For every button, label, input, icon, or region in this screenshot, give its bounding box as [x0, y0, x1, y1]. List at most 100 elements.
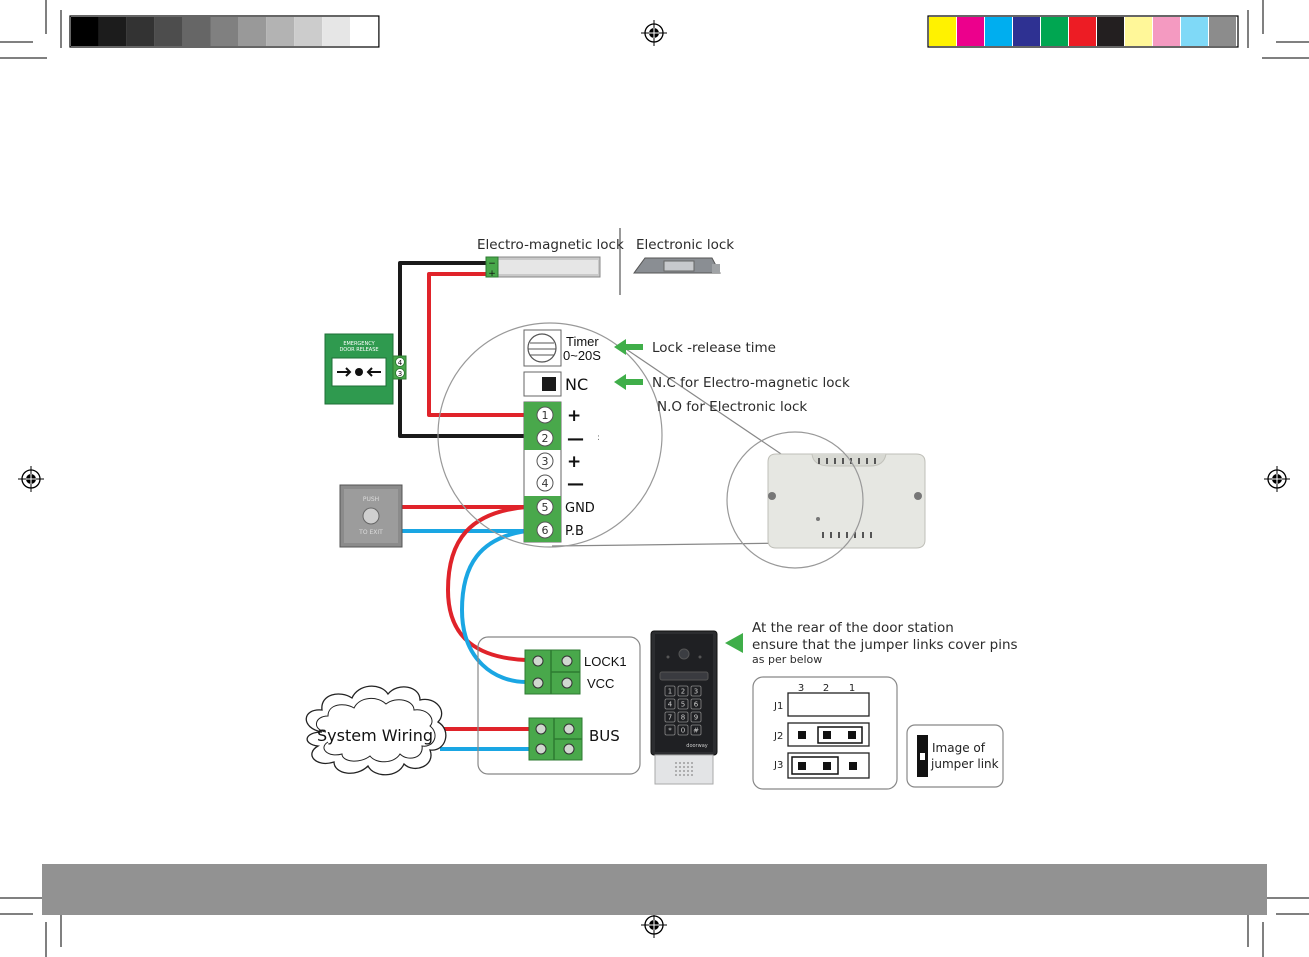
color-swatch [1041, 17, 1068, 46]
terminal-number: 6 [542, 524, 549, 537]
keypad-key: 5 [677, 698, 689, 710]
svg-text:*: * [668, 727, 672, 735]
nc-note: N.C for Electro-magnetic lock N.O for El… [614, 374, 850, 415]
power-supply-unit [767, 453, 926, 549]
svg-text:6: 6 [694, 701, 699, 709]
terminal-label: — [567, 474, 584, 494]
terminal-number: 3 [542, 455, 549, 468]
em-minus-terminal: − [488, 259, 496, 269]
jumper-row-j3-label: J3 [773, 760, 783, 771]
emergency-pin-3: 3 [398, 370, 402, 378]
bus-label: BUS [589, 727, 620, 745]
exit-button: PUSH TO EXIT [339, 484, 403, 548]
legend-line2: jumper link [930, 757, 999, 771]
svg-text:#: # [693, 727, 699, 735]
gray-swatch [210, 17, 239, 46]
terminal-2: 2— [536, 429, 584, 449]
screw-icon [532, 655, 544, 667]
footer-bar [42, 864, 1267, 915]
system-wiring-cloud: System Wiring [305, 685, 447, 776]
nc-note-line2: N.O for Electronic lock [657, 399, 807, 415]
color-swatch [1069, 17, 1096, 46]
terminal-number: 2 [542, 432, 549, 445]
arrow-left-icon [366, 367, 381, 377]
nc-jumper-icon [542, 377, 556, 391]
jumper-note-line3: as per below [752, 653, 822, 666]
svg-text:9: 9 [694, 714, 698, 722]
color-swatch [1181, 17, 1208, 46]
gray-swatch [126, 17, 155, 46]
registration-mark-top [641, 20, 667, 46]
terminal-label: — [567, 429, 584, 449]
wires [398, 261, 529, 751]
wire-red-lock [427, 272, 526, 417]
color-calibration-strip [927, 15, 1239, 48]
terminal-1: 1+ [536, 406, 581, 426]
arrow-green-icon [614, 339, 643, 355]
keypad-key: 8 [677, 711, 689, 723]
grayscale-calibration-strip [69, 15, 380, 48]
exit-bottom-text: TO EXIT [358, 529, 383, 536]
jumper-row-j1 [787, 692, 870, 717]
emergency-dot-icon [355, 368, 363, 376]
jumper-note-line1: At the rear of the door station [752, 620, 954, 636]
terminal-4: 4— [536, 474, 584, 494]
svg-text:2: 2 [681, 688, 685, 696]
terminal-3: 3+ [536, 452, 581, 472]
screw-icon [563, 743, 575, 755]
registration-mark-bottom [641, 912, 667, 938]
gray-swatch [350, 17, 378, 46]
color-swatch [957, 17, 984, 46]
gray-swatch [182, 17, 211, 46]
station-terminal-lock1: LOCK1 [584, 654, 627, 669]
keypad-key: * [664, 724, 676, 736]
svg-text:7: 7 [668, 714, 672, 722]
keypad-key: # [690, 724, 702, 736]
wire-black-lock [398, 261, 526, 438]
terminal-label: GND [565, 501, 595, 516]
color-swatch [1097, 17, 1124, 46]
terminal-5: 5 GND [536, 498, 595, 516]
electronic-lock-label: Electronic lock [636, 237, 734, 253]
timer-label: Timer [566, 334, 599, 349]
arrow-right-icon [337, 367, 352, 377]
emergency-line2: DOOR RELEASE [339, 347, 378, 353]
gray-swatch [266, 17, 295, 46]
color-swatch [1013, 17, 1040, 46]
keypad-key: 4 [664, 698, 676, 710]
station-terminal-vcc: VCC [587, 676, 614, 691]
electro-magnetic-lock: Electro-magnetic lock − + [477, 237, 624, 279]
screw-icon [561, 677, 573, 689]
gray-swatch [322, 17, 350, 46]
nc-label: NC [565, 375, 588, 394]
color-swatch [985, 17, 1012, 46]
timer-note-text: Lock -release time [652, 340, 776, 356]
jumper-panel: 3 2 1 J1 J2 J3 [752, 676, 898, 790]
timer-range: 0~20S [563, 348, 601, 363]
jumper-note: At the rear of the door station ensure t… [725, 620, 1018, 666]
screw-icon [532, 677, 544, 689]
pin-number-2: 2 [823, 683, 829, 694]
wire-red-station [446, 505, 527, 662]
jumper-row-j1-label: J1 [773, 701, 783, 712]
em-plus-terminal: + [488, 269, 496, 279]
station-terminal-box: LOCK1 VCC BUS [477, 636, 641, 775]
gray-swatch [294, 17, 323, 46]
timer-knob-icon [527, 333, 557, 363]
door-station-brand: doorway [686, 743, 708, 749]
arrow-green-icon [614, 374, 643, 390]
terminal-number: 5 [542, 501, 549, 514]
keypad-key: 7 [664, 711, 676, 723]
exit-top-text: PUSH [363, 496, 379, 503]
keypad-key: 1 [664, 685, 676, 697]
camera-icon [678, 648, 690, 660]
timer-note: Lock -release time [614, 339, 776, 356]
screw-icon [561, 655, 573, 667]
emergency-door-release: EMERGENCY DOOR RELEASE 4 3 [324, 333, 407, 405]
gray-swatch [154, 17, 183, 46]
color-swatch [1125, 17, 1152, 46]
